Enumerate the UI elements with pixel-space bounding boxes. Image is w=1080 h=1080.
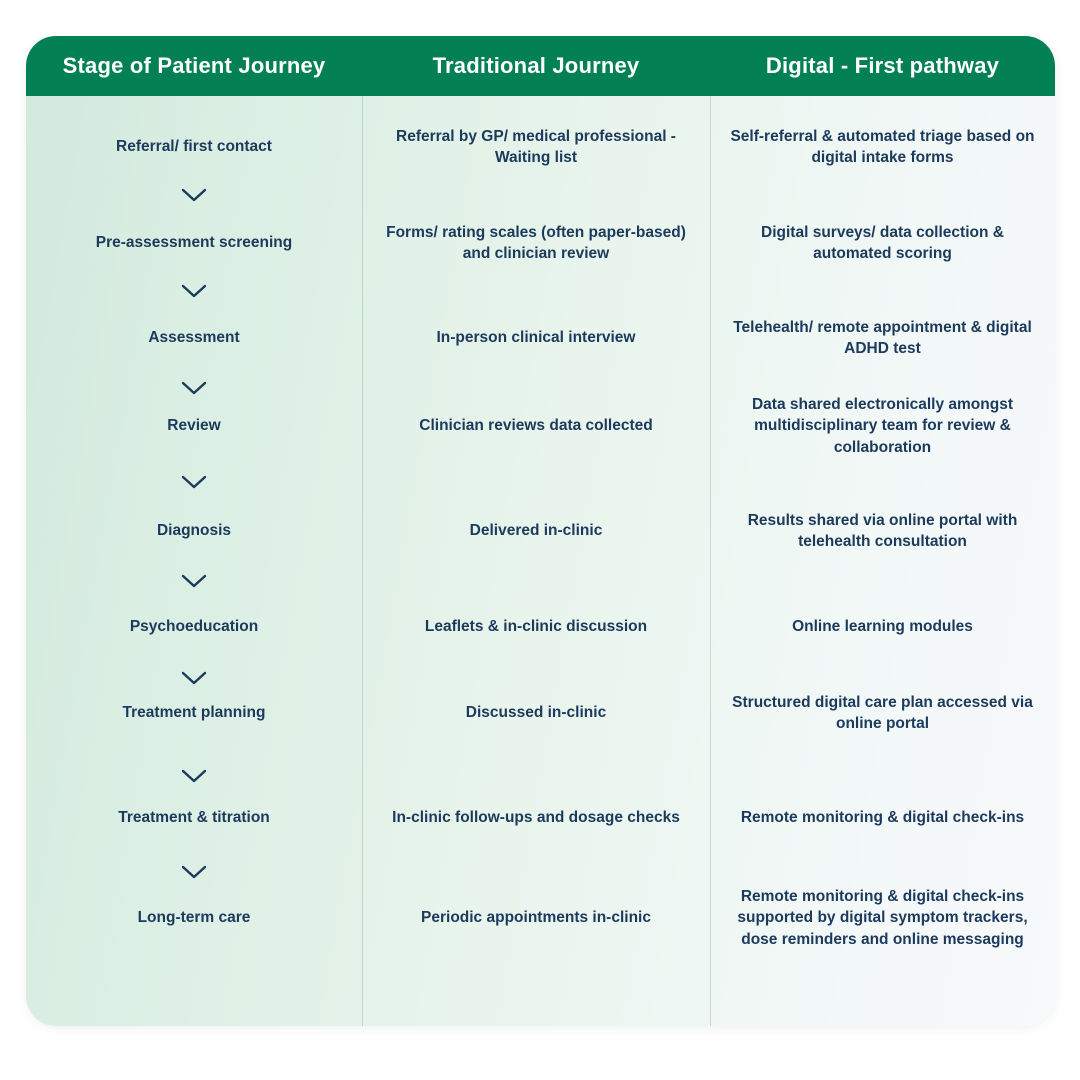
column-digital-first-pathway: Self-referral & automated triage based o… [710,96,1055,1026]
stage-item: Pre-assessment screening [95,233,293,251]
chevron-down-icon [26,284,362,298]
traditional-journey-cell: In-clinic follow-ups and dosage checks [392,809,680,827]
chevron-down-icon [26,574,362,588]
traditional-journey-cell: Leaflets & in-clinic discussion [424,618,648,636]
digital-pathway-cell: Self-referral & automated triage based o… [730,127,1035,166]
traditional-journey-cell: Discussed in-clinic [465,704,607,722]
stage-item: Treatment planning [122,703,266,721]
digital-pathway-cell: Remote monitoring & digital check-ins su… [737,887,1028,948]
chevron-down-icon [26,188,362,202]
digital-pathway-cell: Online learning modules [792,618,973,636]
traditional-journey-cell: Delivered in-clinic [469,522,603,540]
column-header-stage: Stage of Patient Journey [62,53,326,78]
digital-pathway-cell: Structured digital care plan accessed vi… [732,693,1033,732]
chevron-down-icon [26,671,362,685]
stage-item: Review [167,416,221,434]
traditional-journey-cell: Periodic appointments in-clinic [421,909,651,927]
traditional-journey-cell: Clinician reviews data collected [419,417,653,435]
stage-item: Treatment & titration [118,808,270,826]
column-header-traditional: Traditional Journey [432,53,640,78]
stage-item: Long-term care [137,908,251,926]
stage-item: Assessment [148,328,240,346]
chevron-down-icon [26,865,362,879]
digital-pathway-cell: Telehealth/ remote appointment & digital… [733,318,1032,357]
stage-item: Diagnosis [156,521,232,539]
chevron-down-icon [26,381,362,395]
table-header-row: Stage of Patient Journey Traditional Jou… [26,36,1055,96]
patient-journey-comparison-card: Stage of Patient Journey Traditional Jou… [26,36,1055,1026]
chevron-down-icon [26,475,362,489]
digital-pathway-cell: Digital surveys/ data collection & autom… [761,223,1004,262]
chevron-down-icon [26,769,362,783]
digital-pathway-cell: Results shared via online portal with te… [747,511,1018,550]
stage-item: Psychoeducation [129,617,259,635]
column-traditional-journey: Referral by GP/ medical professional - W… [362,96,710,1026]
column-header-digital: Digital - First pathway [765,53,1000,78]
stage-item: Referral/ first contact [116,137,272,155]
traditional-journey-cell: In-person clinical interview [436,329,636,347]
traditional-journey-cell: Forms/ rating scales (often paper-based)… [386,223,686,262]
digital-pathway-cell: Remote monitoring & digital check-ins [740,809,1025,827]
digital-pathway-cell: Data shared electronically amongst multi… [751,395,1013,456]
traditional-journey-cell: Referral by GP/ medical professional - W… [396,127,676,166]
